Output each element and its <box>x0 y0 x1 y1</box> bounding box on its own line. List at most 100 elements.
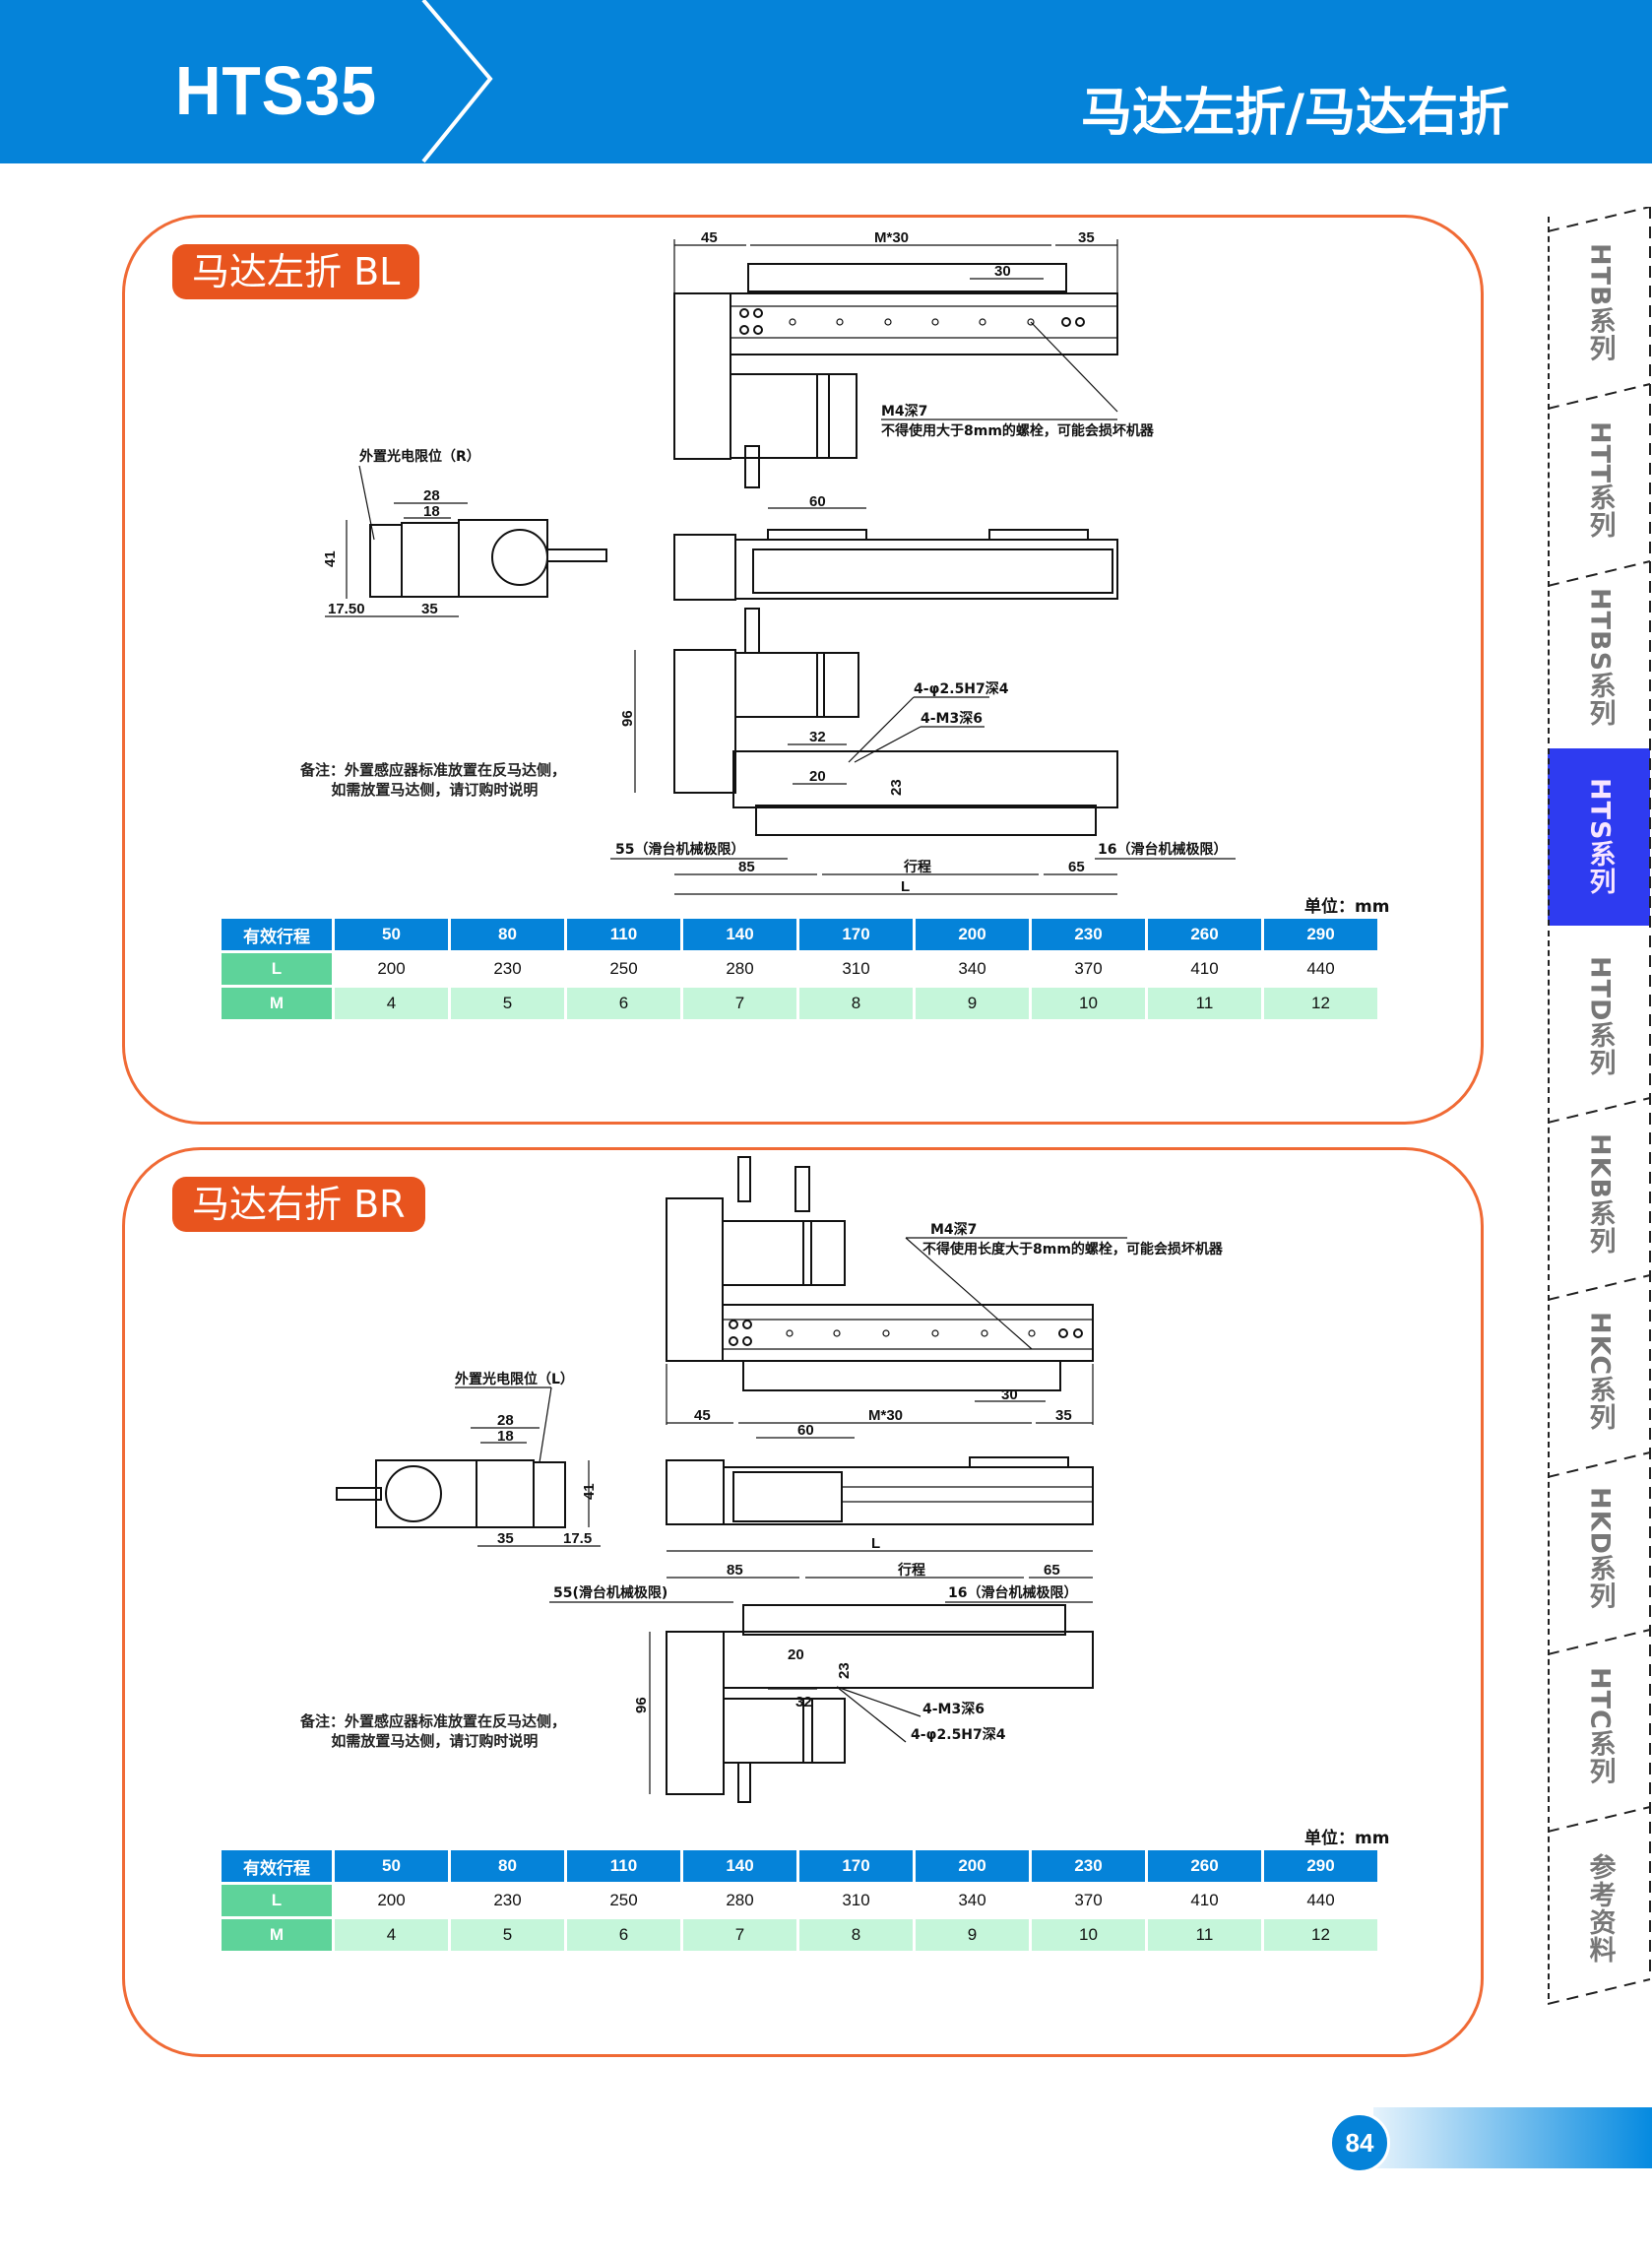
table-cell: 50 <box>335 1850 448 1882</box>
side-tab-hkd[interactable]: HKD系列 <box>1548 1462 1650 1635</box>
table-cell: 200 <box>916 919 1029 950</box>
table-cell: 8 <box>799 988 913 1019</box>
series-side-nav: HTB系列 HTT系列 HTBS系列 HTS系列 HTD系列 HKB系列 HKC… <box>1548 207 1652 2058</box>
table-cell: 200 <box>916 1850 1029 1882</box>
dim-85-br: 85 <box>727 1562 743 1579</box>
table-cell: 230 <box>451 1885 564 1916</box>
row-header: 有效行程 <box>222 919 332 950</box>
table-cell: 230 <box>451 953 564 985</box>
table-cell: 200 <box>335 1885 448 1916</box>
row-header: M <box>222 988 332 1019</box>
table-cell: 4 <box>335 988 448 1019</box>
unit-label-br: 单位：mm <box>1304 1829 1390 1848</box>
tab-dividers <box>1548 207 1651 2005</box>
dim-35-br: 35 <box>1055 1407 1072 1424</box>
dim-30-br: 30 <box>1001 1386 1018 1403</box>
page-number-bar <box>1373 2107 1652 2168</box>
dim-20: 20 <box>809 768 826 785</box>
dim-stroke: 行程 <box>903 859 931 875</box>
table-cell: 410 <box>1148 1885 1261 1916</box>
table-cell: 9 <box>916 1919 1029 1951</box>
table-cell: 9 <box>916 988 1029 1019</box>
drawing-bl: 45 M*30 35 30 M4深7 不得使用大于8mm的螺栓，可能会损坏机器 … <box>322 229 1236 895</box>
side-tab-htc[interactable]: HTC系列 <box>1548 1640 1650 1812</box>
table-cell: 110 <box>567 1850 680 1882</box>
drawing-br: M4深7 不得使用长度大于8mm的螺栓，可能会损坏机器 30 45 M*30 3… <box>336 1156 1224 1803</box>
table-cell: 5 <box>451 988 564 1019</box>
spec-table-bl: 有效行程 50 80 110 140 170 200 230 260 290 L… <box>219 916 1380 1022</box>
page-header <box>0 0 1652 163</box>
table-cell: 4 <box>335 1919 448 1951</box>
dim-32: 32 <box>809 729 826 745</box>
dim-96: 96 <box>619 710 636 727</box>
page-title: 马达左折/马达右折 <box>1081 84 1509 143</box>
side-tab-reference[interactable]: 参考资料 <box>1548 1817 1650 1999</box>
table-cell: 290 <box>1264 919 1377 950</box>
table-row-L: L 200 230 250 280 310 340 370 410 440 <box>222 1885 1377 1916</box>
table-cell: 260 <box>1148 919 1261 950</box>
dim-L: L <box>901 878 910 895</box>
table-cell: 6 <box>567 988 680 1019</box>
limit-right-bl: 16（滑台机械极限） <box>1098 841 1227 858</box>
table-cell: 6 <box>567 1919 680 1951</box>
remark-br: 备注：外置感应器标准放置在反马达侧， 如需放置马达侧，请订购时说明 <box>300 1712 567 1750</box>
dim-28: 28 <box>423 487 440 504</box>
pin-note-br: 4-φ2.5H7深4 <box>911 1726 1006 1743</box>
hole-note-title-br: M4深7 <box>930 1221 977 1238</box>
side-tab-htb[interactable]: HTB系列 <box>1548 217 1650 389</box>
table-cell: 10 <box>1032 1919 1145 1951</box>
dim-45-br: 45 <box>694 1407 711 1424</box>
table-row-stroke: 有效行程 50 80 110 140 170 200 230 260 290 <box>222 1850 1377 1882</box>
side-tab-htbs[interactable]: HTBS系列 <box>1548 571 1650 743</box>
dim-30: 30 <box>994 263 1011 280</box>
table-cell: 80 <box>451 1850 564 1882</box>
end-view-br: 外置光电限位（L） 28 18 41 35 17.5 <box>336 1371 601 1547</box>
table-cell: 140 <box>683 1850 796 1882</box>
side-tab-hkc[interactable]: HKC系列 <box>1548 1285 1650 1457</box>
table-cell: 410 <box>1148 953 1261 985</box>
dim-m30-br: M*30 <box>868 1407 903 1424</box>
dim-85: 85 <box>738 859 755 875</box>
table-cell: 310 <box>799 1885 913 1916</box>
dim-41: 41 <box>322 550 339 567</box>
pin-note-bl: 4-φ2.5H7深4 <box>914 680 1009 697</box>
limit-right-br: 16（滑台机械极限） <box>948 1584 1077 1601</box>
side-tab-hts[interactable]: HTS系列 <box>1548 748 1650 926</box>
dim-35b-br: 35 <box>497 1530 514 1547</box>
side-view-br: 60 <box>666 1422 1094 1525</box>
side-tab-htt[interactable]: HTT系列 <box>1548 394 1650 566</box>
top-view-bl: 45 M*30 35 30 M4深7 不得使用大于8mm的螺栓，可能会损坏机器 <box>673 229 1155 488</box>
table-cell: 280 <box>683 953 796 985</box>
dim-stroke-br: 行程 <box>897 1562 925 1579</box>
table-cell: 12 <box>1264 988 1377 1019</box>
row-header: 有效行程 <box>222 1850 332 1882</box>
dim-60-br: 60 <box>797 1422 814 1439</box>
dim-96-br: 96 <box>633 1697 650 1713</box>
side-tab-hkb[interactable]: HKB系列 <box>1548 1108 1650 1280</box>
side-tab-htd[interactable]: HTD系列 <box>1548 931 1650 1103</box>
dim-L-br: L <box>871 1535 880 1552</box>
remark-bl: 备注：外置感应器标准放置在反马达侧， 如需放置马达侧，请订购时说明 <box>300 761 567 799</box>
top-view-br: M4深7 不得使用长度大于8mm的螺栓，可能会损坏机器 30 45 M*30 3… <box>666 1156 1224 1425</box>
table-cell: 340 <box>916 1885 1029 1916</box>
screw-note-br: 4-M3深6 <box>922 1701 985 1717</box>
table-cell: 370 <box>1032 1885 1145 1916</box>
dim-41-br: 41 <box>581 1483 598 1500</box>
hole-note-title-bl: M4深7 <box>881 403 927 419</box>
dim-17-5-br: 17.5 <box>563 1530 592 1547</box>
dim-20-br: 20 <box>788 1646 804 1663</box>
table-cell: 11 <box>1148 988 1261 1019</box>
table-cell: 170 <box>799 919 913 950</box>
page-number: 84 <box>1329 2112 1390 2173</box>
table-cell: 10 <box>1032 988 1145 1019</box>
table-row-M: M 4 5 6 7 8 9 10 11 12 <box>222 988 1377 1019</box>
limit-left-bl: 55（滑台机械极限） <box>615 841 744 858</box>
dim-35: 35 <box>1078 229 1095 246</box>
table-cell: 170 <box>799 1850 913 1882</box>
table-cell: 250 <box>567 953 680 985</box>
table-row-L: L 200 230 250 280 310 340 370 410 440 <box>222 953 1377 985</box>
end-view-bl: 外置光电限位（R） 28 18 41 17.50 35 <box>322 448 607 617</box>
limit-left-br: 55(滑台机械极限) <box>553 1584 667 1601</box>
dim-23: 23 <box>888 779 905 796</box>
dim-17-5: 17.50 <box>328 601 365 617</box>
